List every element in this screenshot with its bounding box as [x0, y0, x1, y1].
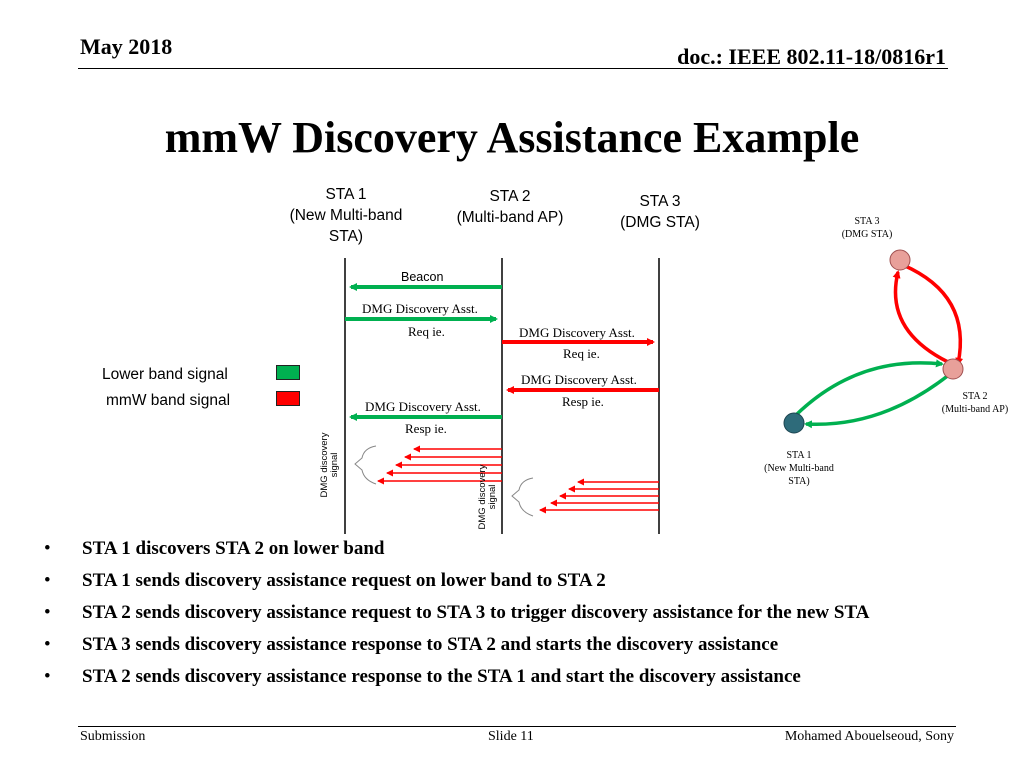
bullet-list: • STA 1 discovers STA 2 on lower band • ST… [40, 536, 970, 696]
bullet-text: STA 2 sends discovery assistance respons… [82, 666, 801, 687]
bullet-text: STA 1 discovers STA 2 on lower band [82, 538, 385, 559]
topology-label-line: (Multi-band AP) [941, 404, 1009, 415]
bullet-item: • STA 1 discovers STA 2 on lower band [40, 536, 970, 562]
sta3-discovery-signals [539, 478, 659, 514]
node-sta2 [942, 358, 964, 380]
topology-sta2-label: STA 2 (Multi-band AP) [930, 390, 1020, 416]
sta2-label: STA 2 (Multi-band AP) [440, 186, 580, 228]
resp1-label-line1: DMG Discovery Asst. [365, 399, 481, 414]
topology-label-line: STA 2 [962, 391, 988, 402]
legend-lower-swatch [276, 365, 300, 380]
slide-title: mmW Discovery Assistance Example [164, 113, 860, 162]
bullet-dot: • [44, 634, 51, 655]
sta3-label: STA 3 (DMG STA) [590, 191, 730, 233]
req1-label-line1: DMG Discovery Asst. [362, 301, 478, 316]
bullet-item: • STA 2 sends discovery assistance respon… [40, 664, 970, 690]
discovery-signal-label-line: signal [329, 452, 340, 478]
bullet-text: STA 1 sends discovery assistance request… [82, 570, 606, 591]
resp3-label-line2: Resp ie. [562, 394, 604, 409]
topology-label-line: (DMG STA) [841, 229, 893, 240]
resp1-label-line2: Resp ie. [405, 421, 447, 436]
sta1-label: STA 1 (New Multi-band STA) [276, 184, 416, 247]
topology-label-line: (New Multi-band [764, 463, 834, 474]
sta3-discovery-signal-label: DMG discovery signal [477, 457, 498, 537]
beacon-label: Beacon [401, 270, 444, 284]
legend-mmw-swatch [276, 391, 300, 406]
bullet-item: • STA 2 sends discovery assistance reques… [40, 600, 970, 626]
sta3-to-sta2-link [902, 263, 964, 366]
node-sta3 [889, 249, 911, 271]
resp3-label-line1: DMG Discovery Asst. [521, 372, 637, 387]
topology-sta1-label: STA 1 (New Multi-band STA) [752, 449, 846, 488]
bullet-item: • STA 1 sends discovery assistance reques… [40, 568, 970, 594]
sta2-to-sta3-link [892, 270, 949, 364]
discovery-signal-label-line: signal [487, 484, 498, 510]
bullet-dot: • [44, 538, 51, 559]
sta2-signal-brace [354, 445, 377, 485]
footer-slide-number: Slide 11 [488, 729, 534, 744]
sta3-label-line: STA 3 [639, 193, 681, 210]
sta1-to-sta2-link [794, 359, 944, 417]
topology-sta3-label: STA 3 (DMG STA) [820, 215, 914, 241]
topology-label-line: STA 1 [786, 450, 812, 461]
req2-label-line1: DMG Discovery Asst. [519, 325, 635, 340]
sta3-label-line: (DMG STA) [620, 214, 700, 231]
bullet-dot: • [44, 666, 51, 687]
req2-label-line2: Req ie. [563, 346, 600, 361]
legend-lower-label: Lower band signal [102, 366, 228, 383]
sta2-label-line: (Multi-band AP) [456, 209, 564, 226]
bullet-item: • STA 3 sends discovery assistance respon… [40, 632, 970, 658]
footer-divider [78, 726, 956, 727]
header-divider [78, 68, 948, 69]
header-doc-id: doc.: IEEE 802.11-18/0816r1 [677, 44, 946, 69]
sta1-label-line: STA 1 [325, 186, 367, 203]
sta2-label-line: STA 2 [489, 188, 531, 205]
footer-submission: Submission [80, 729, 146, 744]
node-sta1 [783, 412, 805, 434]
bullet-dot: • [44, 570, 51, 591]
sta1-label-line: (New Multi-band [289, 207, 403, 224]
bullet-text: STA 2 sends discovery assistance request… [82, 602, 870, 623]
sta1-label-line: STA) [328, 228, 364, 245]
sta2-discovery-signals [377, 445, 502, 485]
topology-label-line: STA) [788, 476, 810, 487]
header-date: May 2018 [80, 34, 173, 59]
sta2-to-sta1-link [804, 372, 952, 429]
bullet-dot: • [44, 602, 51, 623]
sta2-discovery-signal-label: DMG discovery signal [319, 425, 340, 505]
sta3-signal-brace [511, 477, 534, 517]
footer-author: Mohamed Abouelseoud, Sony [784, 729, 954, 744]
topology-diagram [783, 249, 964, 434]
req1-label-line2: Req ie. [408, 324, 445, 339]
legend-mmw-label: mmW band signal [106, 392, 231, 409]
topology-label-line: STA 3 [854, 216, 880, 227]
bullet-text: STA 3 sends discovery assistance respons… [82, 634, 779, 655]
